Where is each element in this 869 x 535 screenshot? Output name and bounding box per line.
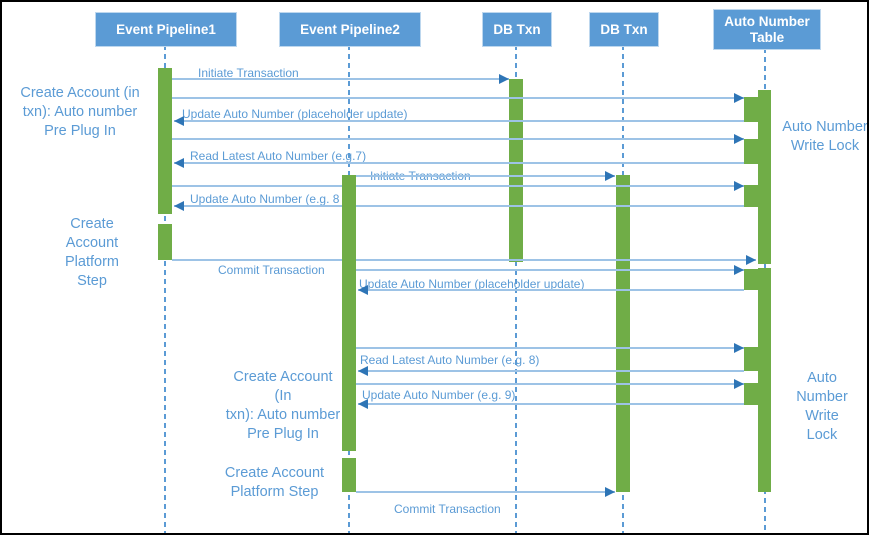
- message-label: Update Auto Number (e.g. 9): [362, 388, 516, 402]
- arrowhead-right-icon: [734, 342, 744, 353]
- annotation-line: Create: [70, 216, 114, 232]
- arrowhead-right-icon: [605, 486, 615, 497]
- annotation-line: Auto Number: [782, 119, 868, 135]
- write-lock-bar-2: [744, 139, 758, 164]
- message-line: [356, 175, 615, 177]
- write-lock-bar-3: [744, 185, 758, 207]
- db-txn-2-activation: [616, 175, 630, 492]
- annotation-line: Write: [805, 408, 839, 424]
- arrowhead-right-icon: [734, 92, 744, 103]
- auto-number-table-activation-2: [758, 268, 771, 492]
- arrowhead-left-icon: [174, 200, 184, 211]
- annotation-line: Step: [77, 273, 107, 289]
- annotation-line: Create Account: [224, 465, 325, 481]
- arrowhead-left-icon: [358, 398, 368, 409]
- write-lock-bar-4: [744, 269, 758, 290]
- annotation-line: Pre Plug In: [44, 123, 116, 139]
- annotation-line: Platform Step: [230, 484, 319, 500]
- arrowhead-left-icon: [358, 365, 368, 376]
- message-label: Initiate Transaction: [198, 66, 299, 80]
- message-line: [172, 78, 509, 80]
- message-label: Read Latest Auto Number (e.g.7): [190, 149, 367, 163]
- message-line: [358, 403, 744, 405]
- message-line: [358, 289, 744, 291]
- annotation-line: Write Lock: [790, 138, 860, 154]
- ep1-platform-step-activation: [158, 224, 172, 260]
- message-label: Commit Transaction: [394, 502, 501, 516]
- message-line: [356, 383, 744, 385]
- annotation-line: txn): Auto number: [22, 104, 138, 120]
- message-line: [174, 162, 744, 164]
- participant-label-event-pipeline-2: Event Pipeline2: [300, 21, 400, 37]
- arrowhead-right-icon: [605, 170, 615, 181]
- annotation-line: Create Account (In: [233, 369, 333, 404]
- annotation-line: Platform: [65, 254, 119, 270]
- ep2-create-account-activation: [342, 175, 356, 451]
- arrowhead-left-icon: [358, 284, 368, 295]
- db-txn-1-activation: [509, 79, 523, 262]
- annotation-line: Lock: [806, 427, 838, 443]
- participant-db-txn-2: DB Txn: [589, 12, 659, 47]
- arrowhead-right-icon: [734, 133, 744, 144]
- participant-label-db-txn-2: DB Txn: [600, 21, 648, 37]
- ep1-create-account-activation: [158, 68, 172, 214]
- participant-auto-number-table: Auto Number Table: [713, 9, 821, 50]
- write-lock-bar-6: [744, 383, 758, 405]
- arrowhead-right-icon: [746, 254, 756, 265]
- annotation-line: Number: [796, 389, 848, 405]
- ep2-platform-step-activation: [342, 458, 356, 492]
- participant-db-txn-1: DB Txn: [482, 12, 552, 47]
- lifeline-event-pipeline-1: [164, 45, 166, 533]
- message-label: Update Auto Number (e.g. 8: [190, 192, 340, 206]
- message-line: [356, 347, 744, 349]
- message-line: [358, 370, 744, 372]
- arrowhead-right-icon: [734, 264, 744, 275]
- message-line: [172, 185, 744, 187]
- arrowhead-right-icon: [734, 378, 744, 389]
- annotation-line: Account: [65, 235, 119, 251]
- participant-label-db-txn-1: DB Txn: [493, 21, 541, 37]
- message-label: Commit Transaction: [218, 263, 325, 277]
- write-lock-bar-5: [744, 347, 758, 371]
- annotation-line: Create Account (in: [20, 85, 140, 101]
- arrowhead-left-icon: [174, 157, 184, 168]
- arrowhead-right-icon: [734, 180, 744, 191]
- participant-event-pipeline-1: Event Pipeline1: [95, 12, 237, 47]
- annotation-line: Pre Plug In: [247, 426, 319, 442]
- message-line: [174, 120, 744, 122]
- annotation-line: Auto: [807, 370, 837, 386]
- message-label: Update Auto Number (placeholder update): [182, 107, 408, 121]
- participant-event-pipeline-2: Event Pipeline2: [279, 12, 421, 47]
- participant-label-event-pipeline-1: Event Pipeline1: [116, 21, 216, 37]
- arrowhead-left-icon: [174, 115, 184, 126]
- annotation-line: txn): Auto number: [225, 407, 341, 423]
- message-label: Read Latest Auto Number (e.g. 8): [360, 353, 540, 367]
- message-line: [172, 259, 756, 261]
- message-line: [356, 491, 615, 493]
- arrowhead-right-icon: [499, 73, 509, 84]
- message-label: Update Auto Number (placeholder update): [359, 277, 585, 291]
- message-line: [172, 138, 744, 140]
- message-line: [174, 205, 744, 207]
- auto-number-table-activation-1: [758, 90, 771, 264]
- write-lock-bar-1: [744, 97, 758, 122]
- participant-label-auto-number-table: Auto Number Table: [724, 13, 810, 45]
- message-line: [172, 97, 744, 99]
- message-line: [356, 269, 744, 271]
